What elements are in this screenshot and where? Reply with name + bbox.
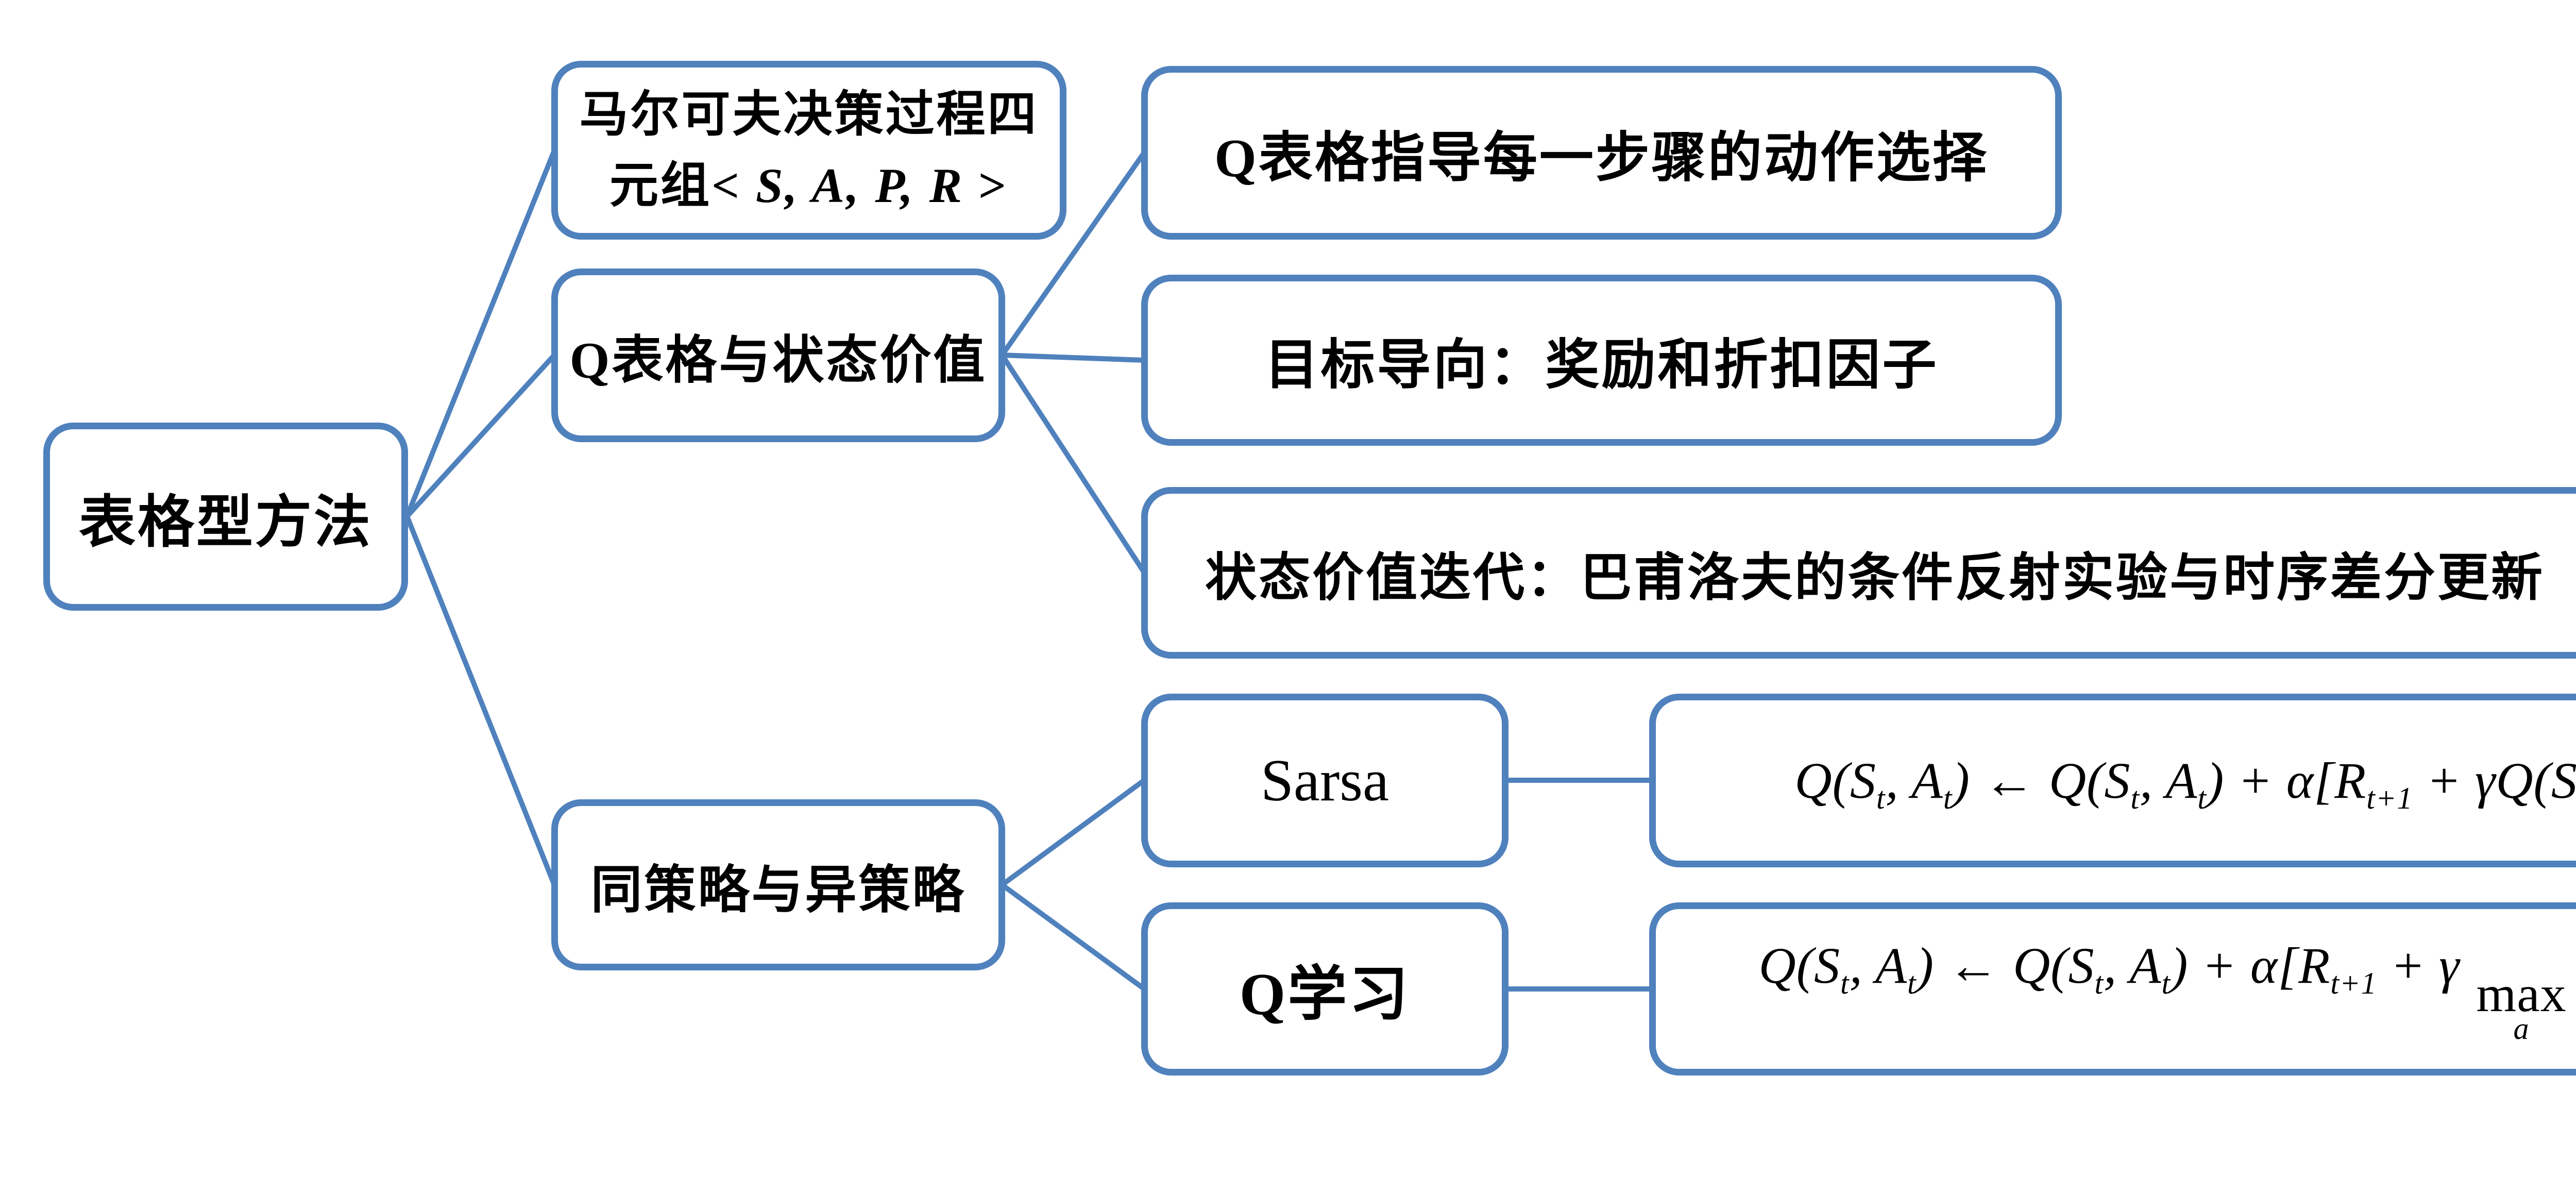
link-qtable-child2 xyxy=(999,352,1147,363)
tuple-suffix: > xyxy=(978,158,1009,213)
node-q-table-action-selection: Q表格指导每一步骤的动作选择 xyxy=(1141,66,2062,240)
node-label: Sarsa xyxy=(1260,747,1389,813)
node-label: 同策略与异策略 xyxy=(590,861,966,919)
link-policy-qlearning xyxy=(999,882,1147,992)
node-label-line2: 元组< S, A, P, R > xyxy=(609,150,1008,222)
node-on-policy-off-policy: 同策略与异策略 xyxy=(551,799,1005,970)
node-label: 目标导向：奖励和折扣因子 xyxy=(1264,335,1939,395)
link-root-mdp xyxy=(404,148,557,519)
sarsa-update-equation: Q(St, At) ← Q(St, At) + α[Rt+1 + γQ(St+1… xyxy=(1794,752,2576,815)
node-label: 状态价值迭代：巴甫洛夫的条件反射实验与时序差分更新 xyxy=(1205,549,2545,607)
node-q-table-state-value: Q表格与状态价值 xyxy=(551,268,1005,442)
node-root: 表格型方法 xyxy=(43,423,408,611)
node-label: 表格型方法 xyxy=(79,491,372,554)
tuple-prefix: 元组< xyxy=(609,158,756,213)
link-policy-sarsa xyxy=(999,778,1147,887)
node-sarsa: Sarsa xyxy=(1141,694,1509,867)
node-goal-oriented-reward-discount: 目标导向：奖励和折扣因子 xyxy=(1141,275,2062,446)
node-mdp-tuple: 马尔可夫决策过程四 元组< S, A, P, R > xyxy=(551,61,1066,240)
link-qtable-child3 xyxy=(999,352,1147,575)
node-label: Q表格与状态价值 xyxy=(569,332,987,389)
node-label: Q学习 xyxy=(1239,962,1411,1027)
link-qtable-child1 xyxy=(999,150,1147,358)
node-label: Q表格指导每一步骤的动作选择 xyxy=(1214,127,1989,188)
node-q-learning: Q学习 xyxy=(1141,902,1509,1076)
tuple-variables: S, A, P, R xyxy=(755,158,964,213)
node-label-line1: 马尔可夫决策过程四 xyxy=(579,87,1039,142)
node-sarsa-formula: Q(St, At) ← Q(St, At) + α[Rt+1 + γQ(St+1… xyxy=(1649,694,2576,867)
link-root-qtable xyxy=(404,352,557,519)
link-root-policy xyxy=(404,514,557,887)
connector-group xyxy=(404,148,1655,992)
node-state-value-iteration: 状态价值迭代：巴甫洛夫的条件反射实验与时序差分更新 xyxy=(1141,487,2576,659)
